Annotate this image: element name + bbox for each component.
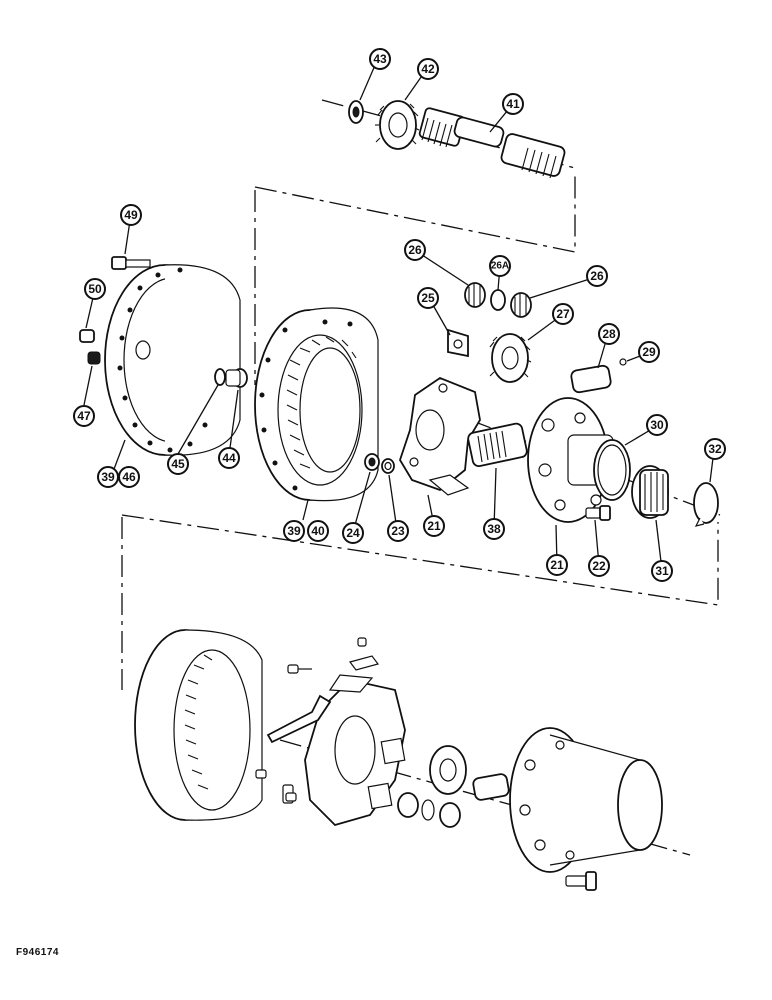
pin-28 xyxy=(570,364,612,394)
callout-22: 22 xyxy=(588,555,610,577)
svg-text:27: 27 xyxy=(556,307,570,321)
thrust-washer-25 xyxy=(447,328,469,358)
callout-24: 24 xyxy=(342,522,364,544)
washer-45 xyxy=(214,368,226,386)
svg-text:39: 39 xyxy=(287,524,301,538)
callout-26A: 26A xyxy=(489,255,511,277)
callout-21-carrier: 21 xyxy=(423,515,445,537)
carrier-21 xyxy=(399,376,481,496)
shaft-38 xyxy=(467,422,528,468)
callout-44: 44 xyxy=(218,447,240,469)
figure-id-label: F946174 xyxy=(16,947,59,958)
bolts-assembled xyxy=(255,637,380,804)
callout-41: 41 xyxy=(502,93,524,115)
callout-27: 27 xyxy=(552,303,574,325)
snap-ring-32 xyxy=(693,482,719,527)
svg-text:45: 45 xyxy=(171,457,185,471)
callout-38: 38 xyxy=(483,518,505,540)
plug-44 xyxy=(225,368,248,388)
callout-25: 25 xyxy=(417,287,439,309)
washer-23 xyxy=(381,458,395,474)
svg-text:26: 26 xyxy=(408,243,422,257)
svg-text:46: 46 xyxy=(122,470,136,484)
callout-47: 47 xyxy=(73,405,95,427)
callout-23: 23 xyxy=(387,520,409,542)
callout-31: 31 xyxy=(651,560,673,582)
snap-ring-30 xyxy=(593,439,631,501)
washer-43 xyxy=(348,100,364,124)
ball-29 xyxy=(619,358,627,366)
svg-text:44: 44 xyxy=(222,451,236,465)
callout-50: 50 xyxy=(84,278,106,300)
callout-40: 40 xyxy=(307,520,329,542)
svg-text:23: 23 xyxy=(391,524,405,538)
callout-30: 30 xyxy=(646,414,668,436)
gear-42 xyxy=(375,100,420,150)
svg-text:28: 28 xyxy=(602,327,616,341)
svg-text:47: 47 xyxy=(77,409,91,423)
svg-text:30: 30 xyxy=(650,418,664,432)
planet-gear-27 xyxy=(489,333,532,383)
callout-39-left: 39 xyxy=(97,466,119,488)
callout-45: 45 xyxy=(167,453,189,475)
callout-32: 32 xyxy=(704,438,726,460)
carrier-assembled xyxy=(304,674,406,827)
callout-49: 49 xyxy=(120,204,142,226)
cover-39-46 xyxy=(104,264,241,456)
svg-text:39: 39 xyxy=(101,470,115,484)
svg-text:29: 29 xyxy=(642,345,656,359)
callout-42: 42 xyxy=(417,58,439,80)
svg-text:32: 32 xyxy=(708,442,722,456)
spacer-26A xyxy=(490,289,506,311)
plug-47 xyxy=(87,351,101,365)
callout-28: 28 xyxy=(598,323,620,345)
callout-43: 43 xyxy=(369,48,391,70)
svg-text:22: 22 xyxy=(592,559,606,573)
svg-text:21: 21 xyxy=(427,519,441,533)
svg-text:38: 38 xyxy=(487,522,501,536)
svg-text:43: 43 xyxy=(373,52,387,66)
svg-text:21: 21 xyxy=(550,558,564,572)
svg-text:26A: 26A xyxy=(491,261,509,272)
bolt-22 xyxy=(585,505,611,521)
hub-21 xyxy=(527,397,614,523)
nut-24 xyxy=(364,453,380,471)
callout-39-ring: 39 xyxy=(283,520,305,542)
bracket-assembled xyxy=(266,694,332,744)
hub-assembled xyxy=(509,727,663,891)
callout-26-left: 26 xyxy=(404,239,426,261)
ring-gear-assembled xyxy=(134,629,263,821)
svg-text:49: 49 xyxy=(124,208,138,222)
svg-text:40: 40 xyxy=(311,524,325,538)
leader-lines xyxy=(83,55,715,571)
svg-text:26: 26 xyxy=(590,269,604,283)
callout-21-hub: 21 xyxy=(546,554,568,576)
shaft-41 xyxy=(418,107,566,179)
ring-gear-39-40 xyxy=(254,307,379,502)
callout-26-right: 26 xyxy=(586,265,608,287)
bolt-49 xyxy=(111,256,151,270)
planet-assembled xyxy=(397,745,510,828)
callout-29: 29 xyxy=(638,341,660,363)
bearing-26-right xyxy=(510,292,532,318)
bearing-26-left xyxy=(464,282,486,308)
svg-text:41: 41 xyxy=(506,97,520,111)
svg-text:24: 24 xyxy=(346,526,360,540)
svg-text:50: 50 xyxy=(88,282,102,296)
plug-50 xyxy=(79,329,95,343)
svg-text:31: 31 xyxy=(655,564,669,578)
svg-text:25: 25 xyxy=(421,291,435,305)
gear-31 xyxy=(631,465,669,519)
svg-text:42: 42 xyxy=(421,62,435,76)
callout-46: 46 xyxy=(118,466,140,488)
